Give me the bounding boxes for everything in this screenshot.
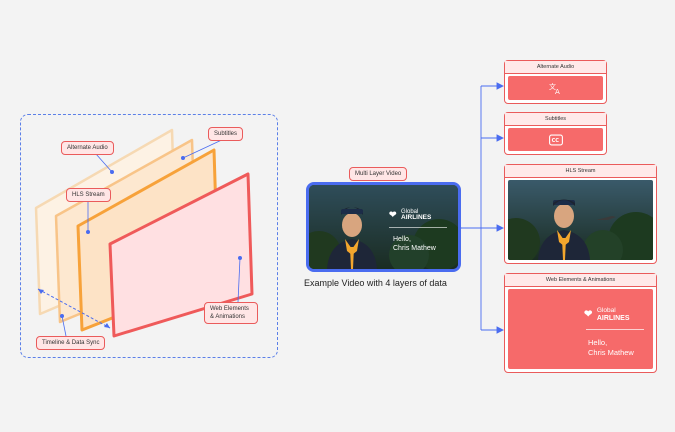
- web-divider: [586, 329, 644, 330]
- tag-multi-layer-video: Multi Layer Video: [349, 167, 408, 182]
- overlay-brand: ❤ Global AIRLINES: [389, 207, 431, 223]
- web-greeting-line: Hello,: [588, 338, 608, 347]
- closed-caption-icon: CC: [548, 134, 563, 145]
- web-name-line: Chris Mathew: [588, 347, 634, 357]
- overlay-divider: [389, 227, 447, 228]
- tag-web-elements: Web Elements & Animations: [204, 302, 258, 325]
- timeline-arrow: [37, 288, 111, 329]
- overlay-brand-line1: Global: [401, 208, 419, 215]
- layer-stack-frame: [20, 114, 278, 358]
- heart-logo-icon: ❤: [389, 209, 397, 220]
- hls-thumbnail: [508, 180, 653, 260]
- hls-video-preview: [508, 180, 653, 260]
- tag-subtitles: Subtitles: [208, 127, 244, 142]
- web-brand-line2: AIRLINES: [596, 314, 630, 322]
- tag-alternate-audio: Alternate Audio: [61, 141, 114, 156]
- svg-text:A: A: [555, 88, 560, 95]
- svg-text:文: 文: [549, 82, 556, 91]
- web-brand-line1: Global: [596, 307, 616, 315]
- svg-text:CC: CC: [551, 138, 559, 144]
- overlay-greeting: Hello, Chris Mathew: [393, 235, 436, 253]
- overlay-greeting-line: Hello,: [393, 236, 411, 243]
- web-brand: ❤ Global AIRLINES: [584, 307, 630, 323]
- output-hls-stream: HLS Stream: [504, 164, 657, 264]
- overlay-brand-line2: AIRLINES: [401, 213, 432, 221]
- tag-timeline-sync: Timeline & Data Sync: [36, 336, 106, 351]
- output-hls-stream-title: HLS Stream: [505, 165, 656, 178]
- web-greeting: Hello, Chris Mathew: [588, 338, 634, 358]
- output-web-elements-title: Web Elements & Animations: [505, 274, 656, 287]
- layer-web-elements: [108, 172, 254, 338]
- output-subtitles: Subtitles CC: [504, 112, 607, 155]
- output-web-elements: Web Elements & Animations ❤ Global AIRLI…: [504, 273, 657, 373]
- output-alternate-audio-title: Alternate Audio: [505, 61, 606, 74]
- tag-hls-stream: HLS Stream: [66, 188, 111, 203]
- output-alternate-audio: Alternate Audio 文 A: [504, 60, 607, 104]
- overlay-name-line: Chris Mathew: [393, 245, 436, 253]
- multi-layer-video-frame[interactable]: ❤ Global AIRLINES Hello, Chris Mathew: [306, 182, 461, 272]
- output-subtitles-title: Subtitles: [505, 113, 606, 126]
- center-caption: Example Video with 4 layers of data: [304, 278, 447, 288]
- translate-icon: 文 A: [549, 82, 560, 95]
- web-heart-logo-icon: ❤: [584, 308, 593, 320]
